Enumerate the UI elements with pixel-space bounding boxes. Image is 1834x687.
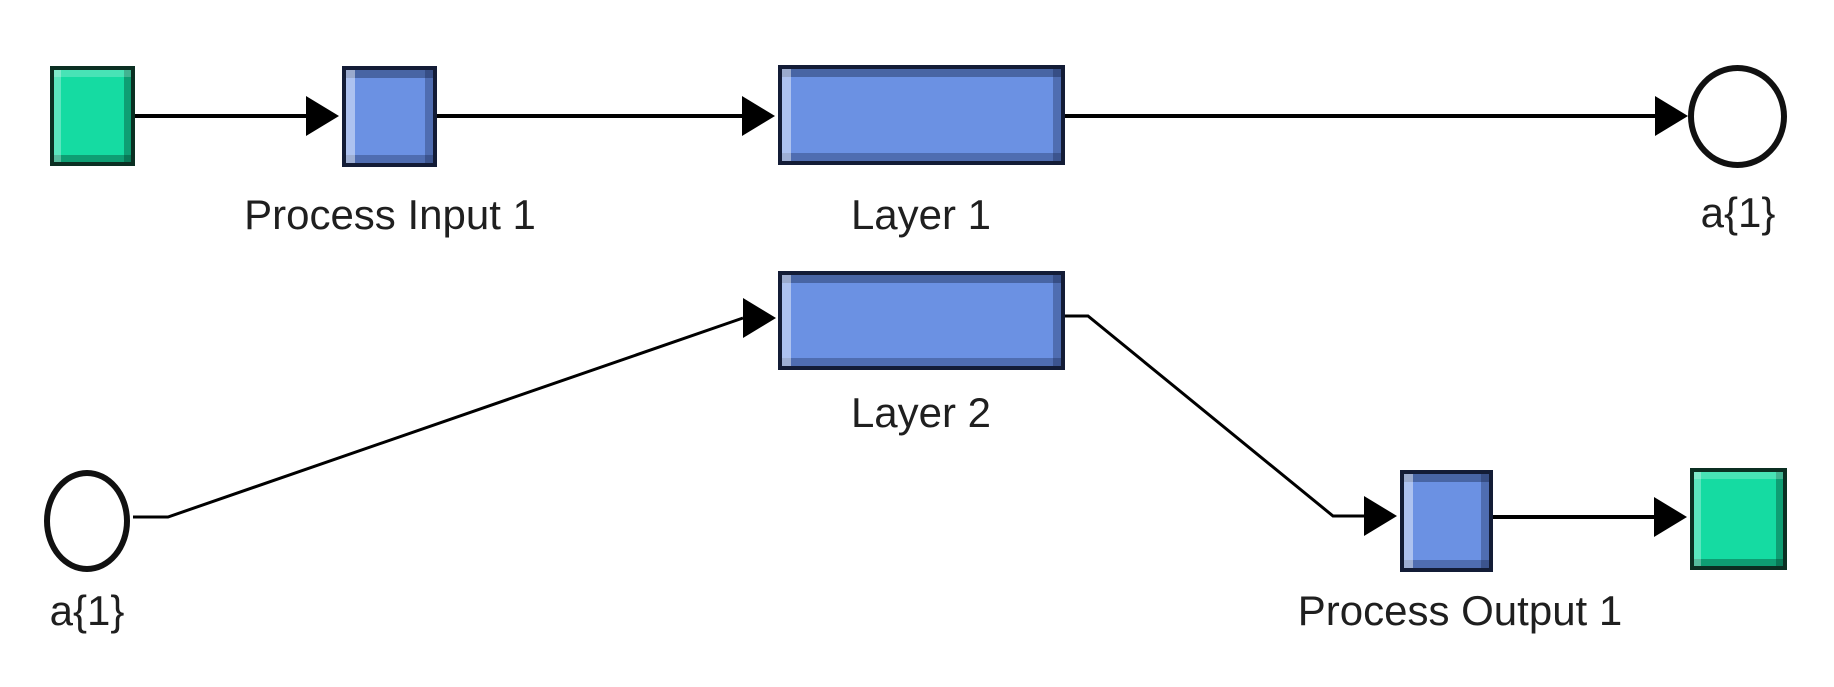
- output-sink-block[interactable]: [1690, 468, 1787, 570]
- layer1-block[interactable]: [778, 65, 1065, 165]
- a1-top-port-label: a{1}: [1700, 189, 1776, 236]
- arrowhead-icon[interactable]: [742, 96, 775, 136]
- a1-top-port[interactable]: [1688, 65, 1787, 168]
- arrowhead-icon[interactable]: [743, 298, 776, 338]
- layer2-block[interactable]: [778, 271, 1065, 370]
- process-output-block[interactable]: [1400, 470, 1493, 572]
- connection-line[interactable]: [1065, 314, 1364, 518]
- process-input-block[interactable]: [342, 66, 437, 167]
- connection-a1-bottom-to-layer2[interactable]: [133, 298, 776, 519]
- arrowhead-icon[interactable]: [1655, 96, 1688, 136]
- connection-layer1-to-a1-top[interactable]: [1065, 96, 1688, 136]
- connection-layer2-to-process-output[interactable]: [1065, 314, 1397, 536]
- process-input-label: Process Input 1: [244, 191, 536, 238]
- connection-input-to-process-input[interactable]: [135, 96, 339, 136]
- layer2-label: Layer 2: [850, 389, 992, 436]
- connection-process-input-to-layer1[interactable]: [437, 96, 775, 136]
- input-source-block[interactable]: [50, 66, 135, 166]
- process-output-label: Process Output 1: [1297, 587, 1623, 634]
- arrowhead-icon[interactable]: [1654, 497, 1687, 537]
- a1-bottom-port-label: a{1}: [49, 587, 125, 634]
- layer1-label: Layer 1: [850, 191, 992, 238]
- arrowhead-icon[interactable]: [1364, 496, 1397, 536]
- arrowhead-icon[interactable]: [306, 96, 339, 136]
- connection-process-output-to-output[interactable]: [1493, 497, 1687, 537]
- connection-line[interactable]: [133, 316, 744, 519]
- a1-bottom-port[interactable]: [44, 470, 130, 572]
